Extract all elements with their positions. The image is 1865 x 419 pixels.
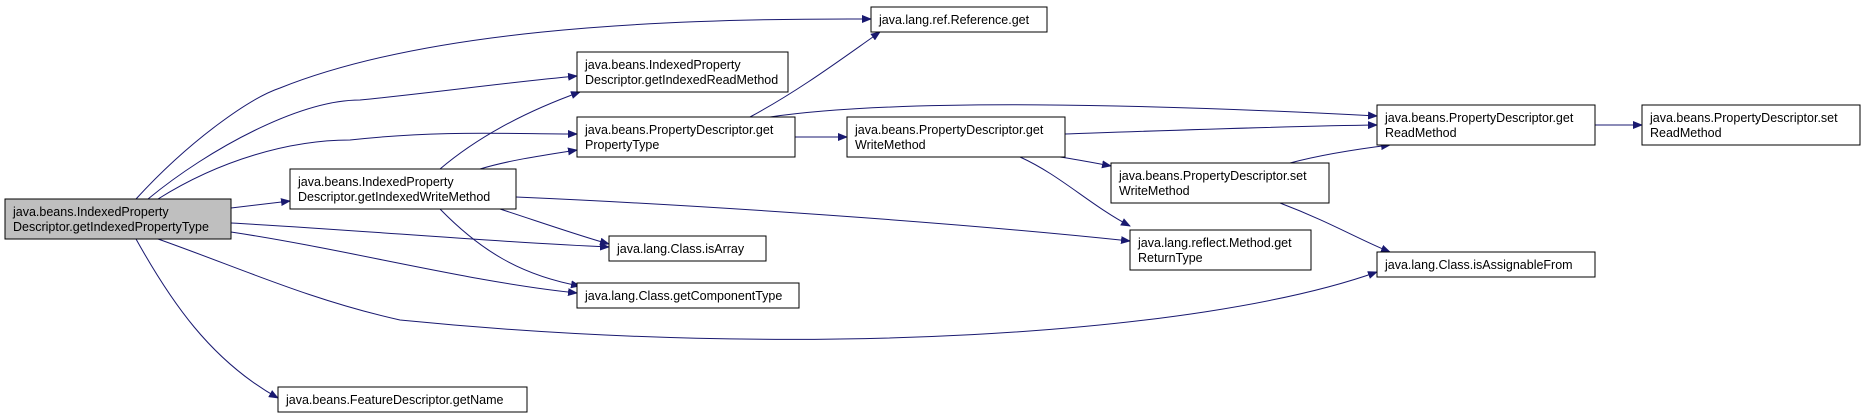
edge-root-to-comp_type xyxy=(230,231,578,297)
node-idx_write[interactable]: java.beans.IndexedPropertyDescriptor.get… xyxy=(289,168,517,210)
node-is_array[interactable]: java.lang.Class.isArray xyxy=(608,235,767,262)
edge-line xyxy=(769,104,1378,120)
edge-line xyxy=(135,238,279,399)
node-box xyxy=(608,235,767,262)
node-layer: java.beans.IndexedPropertyDescriptor.get… xyxy=(4,6,1861,413)
node-box xyxy=(1376,251,1596,278)
node-label: java.beans.IndexedProperty xyxy=(584,58,741,72)
edge-pd_getwrite-to-pd_getread xyxy=(1064,121,1378,135)
node-box xyxy=(4,198,232,240)
edge-line xyxy=(749,31,881,118)
node-box xyxy=(1376,104,1596,146)
edge-root-to-is_array xyxy=(230,222,610,251)
edge-line xyxy=(230,231,578,297)
edge-idx_write-to-pd_type xyxy=(479,147,578,170)
edge-line xyxy=(230,222,610,251)
edge-pd_getwrite-to-pd_setwrite xyxy=(1059,156,1112,169)
node-label: java.beans.PropertyDescriptor.get xyxy=(584,123,774,137)
node-pd_getwrite[interactable]: java.beans.PropertyDescriptor.getWriteMe… xyxy=(846,116,1066,158)
edge-line xyxy=(147,72,578,200)
edge-line xyxy=(479,147,578,170)
node-label: Descriptor.getIndexedPropertyType xyxy=(13,220,209,234)
node-box xyxy=(1641,104,1861,146)
edge-line xyxy=(1289,142,1391,164)
edge-line xyxy=(230,198,291,209)
node-box xyxy=(576,51,789,93)
node-label: java.lang.Class.isArray xyxy=(616,242,745,256)
node-box xyxy=(576,282,800,309)
node-label: ReturnType xyxy=(1138,251,1203,265)
edge-line xyxy=(1059,156,1112,169)
node-pd_type[interactable]: java.beans.PropertyDescriptor.getPropert… xyxy=(576,116,796,158)
node-box xyxy=(1129,229,1312,271)
edge-line xyxy=(439,91,581,170)
node-label: Descriptor.getIndexedWriteMethod xyxy=(298,190,490,204)
node-label: java.lang.ref.Reference.get xyxy=(878,13,1030,27)
edge-idx_write-to-comp_type xyxy=(439,208,581,289)
node-label: PropertyType xyxy=(585,138,659,152)
edge-line xyxy=(1064,121,1378,135)
edge-pd_getwrite-to-ret_type xyxy=(1019,156,1131,227)
edge-idx_write-to-idx_read xyxy=(439,91,581,170)
node-box xyxy=(277,386,528,413)
node-box xyxy=(1110,162,1330,204)
node-box xyxy=(289,168,517,210)
edge-line xyxy=(135,14,872,200)
edge-line xyxy=(157,238,1378,340)
node-root[interactable]: java.beans.IndexedPropertyDescriptor.get… xyxy=(4,198,232,240)
node-label: java.beans.IndexedProperty xyxy=(297,175,454,189)
node-label: java.lang.Class.isAssignableFrom xyxy=(1384,258,1573,272)
edge-line xyxy=(157,129,578,200)
node-label: WriteMethod xyxy=(1119,184,1190,198)
node-get_name[interactable]: java.beans.FeatureDescriptor.getName xyxy=(277,386,528,413)
node-label: java.lang.reflect.Method.get xyxy=(1137,236,1292,250)
edge-idx_write-to-ret_type xyxy=(515,196,1131,245)
edge-root-to-ref_get xyxy=(135,14,872,200)
node-box xyxy=(870,6,1048,33)
node-pd_setwrite[interactable]: java.beans.PropertyDescriptor.setWriteMe… xyxy=(1110,162,1330,204)
node-ref_get[interactable]: java.lang.ref.Reference.get xyxy=(870,6,1048,33)
edge-pd_setwrite-to-assignable xyxy=(1279,202,1391,253)
edge-line xyxy=(1279,202,1391,253)
node-comp_type[interactable]: java.lang.Class.getComponentType xyxy=(576,282,800,309)
edge-root-to-idx_write xyxy=(230,198,291,209)
node-label: WriteMethod xyxy=(855,138,926,152)
node-label: java.beans.PropertyDescriptor.get xyxy=(854,123,1044,137)
node-label: ReadMethod xyxy=(1650,126,1722,140)
edge-pd_type-to-ref_get xyxy=(749,31,881,118)
node-label: java.beans.PropertyDescriptor.set xyxy=(1649,111,1838,125)
node-label: java.beans.FeatureDescriptor.getName xyxy=(285,393,504,407)
node-pd_setread[interactable]: java.beans.PropertyDescriptor.setReadMet… xyxy=(1641,104,1861,146)
edge-line xyxy=(1019,156,1131,227)
node-label: ReadMethod xyxy=(1385,126,1457,140)
edge-root-to-get_name xyxy=(135,238,279,399)
edge-root-to-assignable xyxy=(157,238,1378,340)
node-assignable[interactable]: java.lang.Class.isAssignableFrom xyxy=(1376,251,1596,278)
edge-pd_setwrite-to-pd_getread xyxy=(1289,142,1391,164)
node-box xyxy=(576,116,796,158)
node-label: java.beans.IndexedProperty xyxy=(12,205,169,219)
edge-line xyxy=(515,196,1131,245)
node-label: java.lang.Class.getComponentType xyxy=(584,289,782,303)
node-idx_read[interactable]: java.beans.IndexedPropertyDescriptor.get… xyxy=(576,51,789,93)
edge-idx_write-to-is_array xyxy=(499,208,610,246)
node-label: Descriptor.getIndexedReadMethod xyxy=(585,73,778,87)
edge-root-to-pd_type xyxy=(157,129,578,200)
node-pd_getread[interactable]: java.beans.PropertyDescriptor.getReadMet… xyxy=(1376,104,1596,146)
edge-layer xyxy=(135,14,1643,399)
node-label: java.beans.PropertyDescriptor.set xyxy=(1118,169,1307,183)
node-box xyxy=(846,116,1066,158)
edge-line xyxy=(499,208,610,246)
edge-root-to-idx_read xyxy=(147,72,578,200)
edge-line xyxy=(439,208,581,289)
node-label: java.beans.PropertyDescriptor.get xyxy=(1384,111,1574,125)
edge-pd_type-to-pd_getread xyxy=(769,104,1378,120)
